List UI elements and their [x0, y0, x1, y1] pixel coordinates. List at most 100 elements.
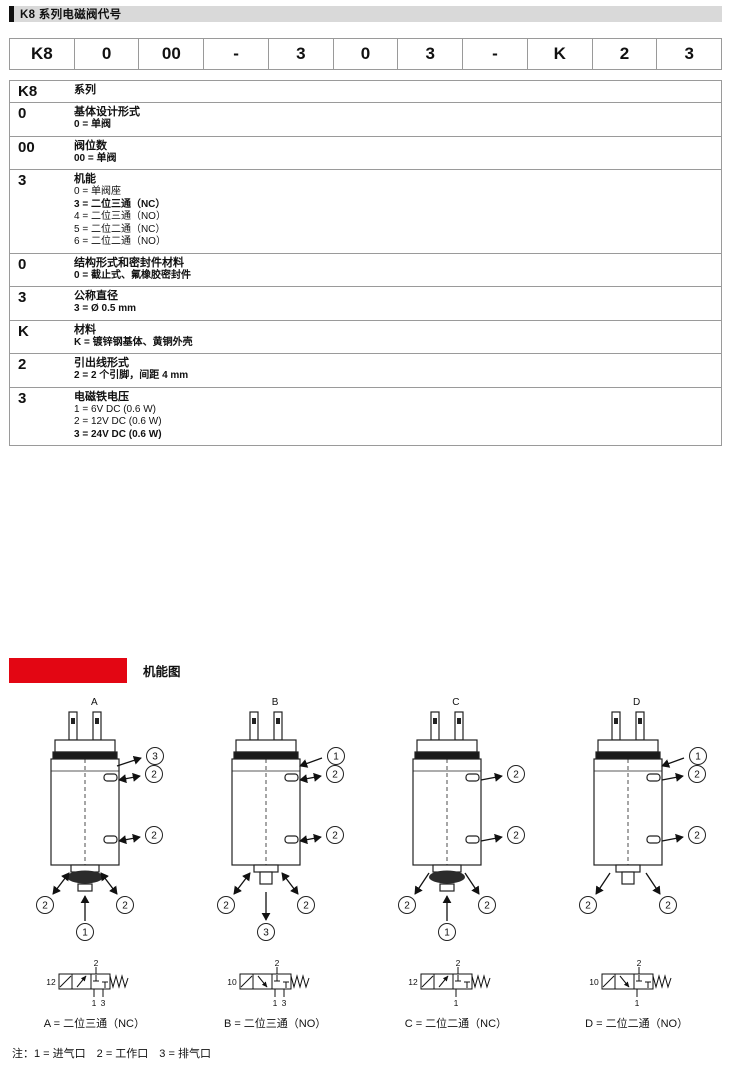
- row-line: 3 = 二位三通（NC）: [74, 198, 166, 210]
- port-number: 1: [333, 752, 339, 763]
- row-line: K = 镀锌钢基体、黄铜外壳: [74, 336, 193, 348]
- port-number: 2: [513, 770, 519, 781]
- port-number: 2: [152, 770, 158, 781]
- port-number: 1: [444, 928, 450, 939]
- row-line: 0 = 单阀座: [74, 186, 121, 197]
- code-cell: K8: [31, 44, 53, 63]
- code-cell: K8: [18, 83, 38, 100]
- port-number: 2: [665, 901, 671, 912]
- port-number: 3: [153, 752, 159, 763]
- port-callouts: 2 2 2 2 1: [397, 765, 525, 941]
- port-number: 1: [83, 928, 89, 939]
- row-title: 基体设计形式: [74, 106, 140, 118]
- callout-arrows: [595, 757, 684, 895]
- header-bar: K8 系列电磁阀代号: [14, 6, 722, 22]
- table-row: 3 机能 0 = 单阀座 3 = 二位三通（NC） 4 = 二位三通（NO） 5…: [10, 169, 721, 253]
- port-number: 2: [484, 901, 490, 912]
- code-cell: 3: [18, 289, 27, 306]
- port-number: 2: [585, 901, 591, 912]
- code-cell: 3: [18, 172, 27, 189]
- code-breakdown-table: K8 系列 0 基体设计形式 0 = 单阀 00 阀位数 00 = 单阀 3 机…: [9, 80, 722, 446]
- port-callouts: 1 2 2 2 2 3: [217, 747, 346, 941]
- valve-drawing-d: 1 2 2 2 2: [578, 711, 707, 914]
- pneumatic-symbol-a: 12 2 1 3: [47, 958, 129, 1008]
- symbol-port-number: 2: [94, 958, 99, 968]
- ports-note: 注：1 = 进气口 2 = 工作口 3 = 排气口: [12, 1048, 211, 1060]
- diagram-d: D 1 2 2 2: [546, 697, 727, 1031]
- port-number: 2: [43, 901, 49, 912]
- callout-arrows: [52, 756, 143, 921]
- diagram-label: D: [633, 697, 641, 708]
- row-title: 引出线形式: [74, 357, 129, 369]
- port-number: 2: [332, 831, 338, 842]
- port-callouts: 3 2 2 2 2 1: [36, 747, 165, 941]
- row-title: 阀位数: [74, 139, 107, 152]
- row-line: 5 = 二位二通（NC）: [74, 223, 166, 235]
- table-row: 2 引出线形式 2 = 2 个引脚，间距 4 mm: [10, 353, 721, 387]
- callout-arrows: [233, 757, 323, 921]
- code-cell: 3: [18, 389, 27, 407]
- row-line: 3 = Ø 0.5 mm: [74, 303, 136, 314]
- code-cell: 0: [18, 105, 27, 122]
- function-section-title: 机能图: [143, 665, 181, 679]
- row-line: 3 = 24V DC (0.6 W): [74, 428, 162, 440]
- port-callouts: 1 2 2 2 2: [578, 747, 707, 914]
- port-number: 1: [695, 752, 701, 763]
- code-cell: 0: [18, 255, 27, 273]
- row-title: 系列: [74, 84, 96, 96]
- pneumatic-symbol-c: 12 2 1: [408, 958, 491, 1008]
- port-number: 3: [263, 928, 269, 939]
- row-line: 00 = 单阀: [74, 152, 117, 164]
- code-cell: -: [462, 39, 527, 69]
- table-row: K 材料 K = 镀锌钢基体、黄铜外壳: [10, 319, 721, 354]
- diagram-b: B 1 2 2: [185, 697, 366, 1031]
- order-code-table: K8 0 00 - 3 0 3 - K 2 3: [9, 38, 722, 70]
- row-line: 4 = 二位三通（NO）: [74, 211, 166, 222]
- symbol-pilot-number: 12: [47, 977, 57, 987]
- row-line: 0 = 单阀: [74, 119, 111, 130]
- row-line: 1 = 6V DC (0.6 W): [74, 403, 156, 415]
- diagram-caption: D = 二位二通（NO）: [585, 1018, 689, 1030]
- diagram-c: C 2 2 2 2: [366, 697, 547, 1031]
- symbol-port-number: 2: [636, 958, 641, 968]
- port-number: 2: [223, 901, 229, 912]
- symbol-port-number: 1: [454, 998, 459, 1008]
- port-number: 2: [332, 770, 338, 781]
- symbol-port-number: 1: [92, 998, 97, 1008]
- row-line: 0 = 截止式、氟橡胶密封件: [74, 269, 191, 281]
- valve-drawing-b: 1 2 2 2 2 3: [217, 711, 346, 941]
- symbol-port-number: 2: [456, 958, 461, 968]
- row-line: 6 = 二位二通（NO）: [74, 236, 166, 247]
- row-title: 公称直径: [74, 290, 118, 302]
- code-cell: 00: [18, 138, 35, 156]
- diagram-a: A 3 2 2: [4, 697, 185, 1031]
- diagram-label: B: [271, 697, 279, 708]
- symbol-pilot-number: 10: [589, 977, 599, 987]
- code-cell: 0: [332, 39, 398, 69]
- code-cell: 3: [267, 39, 333, 69]
- function-section-header: 机能图: [9, 658, 731, 683]
- symbol-pilot-number: 12: [408, 977, 418, 987]
- code-cell: 2: [18, 356, 27, 373]
- row-title: 材料: [74, 323, 96, 336]
- row-title: 电磁铁电压: [74, 390, 129, 403]
- code-cell: K: [18, 322, 29, 340]
- diagram-caption: A = 二位三通（NC）: [43, 1018, 145, 1030]
- red-accent-bar: [9, 658, 127, 683]
- header-accent-block: [9, 6, 14, 22]
- symbol-port-number: 2: [275, 958, 280, 968]
- symbol-port-number: 3: [282, 998, 287, 1008]
- table-row: 3 电磁铁电压 1 = 6V DC (0.6 W) 2 = 12V DC (0.…: [10, 386, 721, 446]
- code-cell: 3: [397, 39, 462, 69]
- table-row: 3 公称直径 3 = Ø 0.5 mm: [10, 286, 721, 320]
- code-cell: 00: [138, 39, 203, 69]
- symbol-port-number: 3: [101, 998, 106, 1008]
- symbol-port-number: 1: [634, 998, 639, 1008]
- diagram-caption: B = 二位三通（NO）: [223, 1018, 327, 1030]
- section-header: K8 系列电磁阀代号: [9, 6, 722, 22]
- page-title: K8 系列电磁阀代号: [20, 9, 122, 21]
- valve-drawing-c: 2 2 2 2 1: [397, 711, 525, 941]
- diagram-label: A: [91, 697, 98, 708]
- table-row: K8 系列: [10, 81, 721, 102]
